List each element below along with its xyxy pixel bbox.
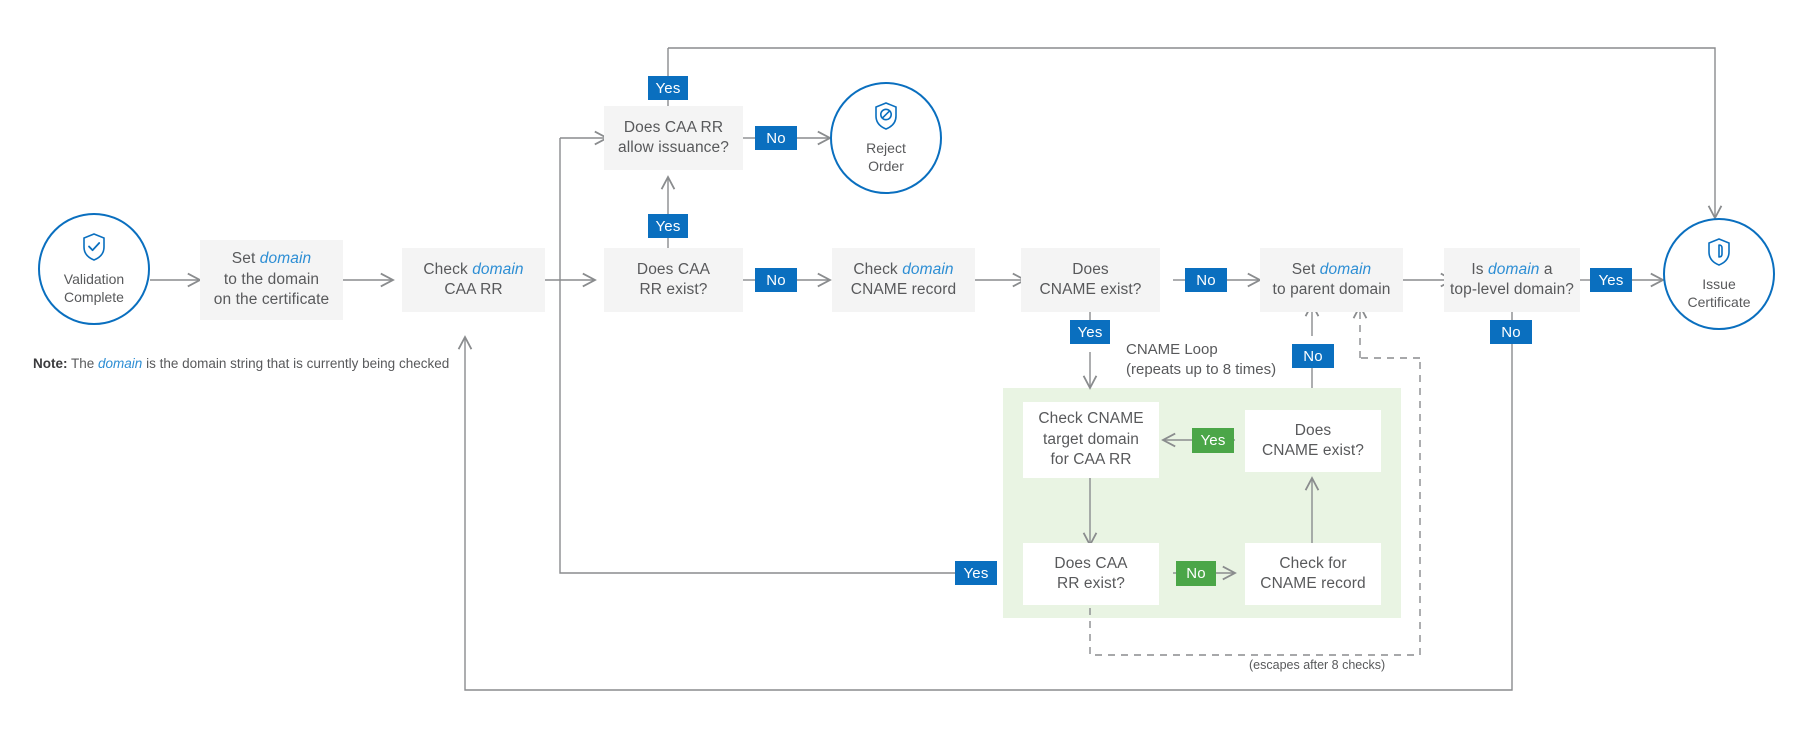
terminal-validation-complete: Validation Complete <box>38 213 150 325</box>
edge-label-yes-allow-issuance: Yes <box>648 76 688 100</box>
node-loop-does-caa-rr-exist: Does CAA RR exist? <box>1023 543 1159 605</box>
terminal-label: Validation Complete <box>63 271 125 305</box>
node-check-domain-caa-rr: Check domain CAA RR <box>402 248 545 312</box>
node-label: Does CAA RR allow issuance? <box>618 118 729 156</box>
shield-check-icon <box>81 232 107 267</box>
footnote-prefix: Note: <box>33 356 68 371</box>
node-label: Check domain CNAME record <box>850 260 957 298</box>
edge-label-no-loop-caa-not-exist: No <box>1176 561 1216 586</box>
edge-label-no-cname-not-exist: No <box>1185 268 1227 292</box>
edge-label-yes-is-tld: Yes <box>1590 268 1632 292</box>
terminal-reject-order: Reject Order <box>830 82 942 194</box>
node-label: Does CAA RR exist? <box>636 260 711 298</box>
node-label: Does CNAME exist? <box>1262 421 1364 459</box>
shield-prohibited-icon <box>873 101 899 136</box>
edge-label-no-caa-not-exist: No <box>755 268 797 292</box>
edge-label-no-loop-cname-exit: No <box>1292 344 1334 368</box>
caption-cname-loop: CNAME Loop (repeats up to 8 times) <box>1126 341 1277 379</box>
node-label: Set domain to the domain on the certific… <box>213 250 330 309</box>
terminal-label: Issue Certificate <box>1687 276 1751 310</box>
node-loop-does-cname-exist: Does CNAME exist? <box>1245 410 1381 472</box>
node-label: Set domain to parent domain <box>1272 260 1391 298</box>
node-check-cname-target-domain: Check CNAME target domain for CAA RR <box>1023 402 1159 478</box>
edge-label-yes-loop-caa-exists: Yes <box>955 561 997 585</box>
node-set-domain-to-parent: Set domain to parent domain <box>1260 248 1403 312</box>
edge-label-no-reject-order: No <box>755 126 797 150</box>
node-does-caa-rr-exist: Does CAA RR exist? <box>604 248 743 312</box>
shield-certificate-icon <box>1706 237 1732 272</box>
node-does-cname-exist: Does CNAME exist? <box>1021 248 1160 312</box>
node-check-for-cname-record: Check for CNAME record <box>1245 543 1381 605</box>
node-is-domain-top-level: Is domain a top-level domain? <box>1444 248 1580 312</box>
edge-label-no-not-tld: No <box>1490 320 1532 344</box>
node-label: Is domain a top-level domain? <box>1449 260 1575 298</box>
edge-label-yes-cname-exists: Yes <box>1070 320 1110 344</box>
terminal-label: Reject Order <box>866 140 906 174</box>
node-does-caa-rr-allow-issuance: Does CAA RR allow issuance? <box>604 106 743 170</box>
terminal-issue-certificate: Issue Certificate <box>1663 218 1775 330</box>
node-label: Check domain CAA RR <box>423 260 524 298</box>
node-set-domain-to-certificate: Set domain to the domain on the certific… <box>200 240 343 320</box>
node-label: Check CNAME target domain for CAA RR <box>1038 410 1144 469</box>
footnote-domain-definition: Note: The domain is the domain string th… <box>33 356 450 371</box>
node-label: Does CAA RR exist? <box>1054 554 1128 592</box>
node-label: Does CNAME exist? <box>1039 260 1142 298</box>
caption-escapes-after-8-checks: (escapes after 8 checks) <box>1249 658 1386 672</box>
edge-label-yes-caa-exists: Yes <box>648 214 688 238</box>
node-label: Check for CNAME record <box>1260 554 1366 592</box>
edge-label-yes-loop-cname-exists: Yes <box>1192 428 1234 453</box>
node-check-domain-cname-record: Check domain CNAME record <box>832 248 975 312</box>
